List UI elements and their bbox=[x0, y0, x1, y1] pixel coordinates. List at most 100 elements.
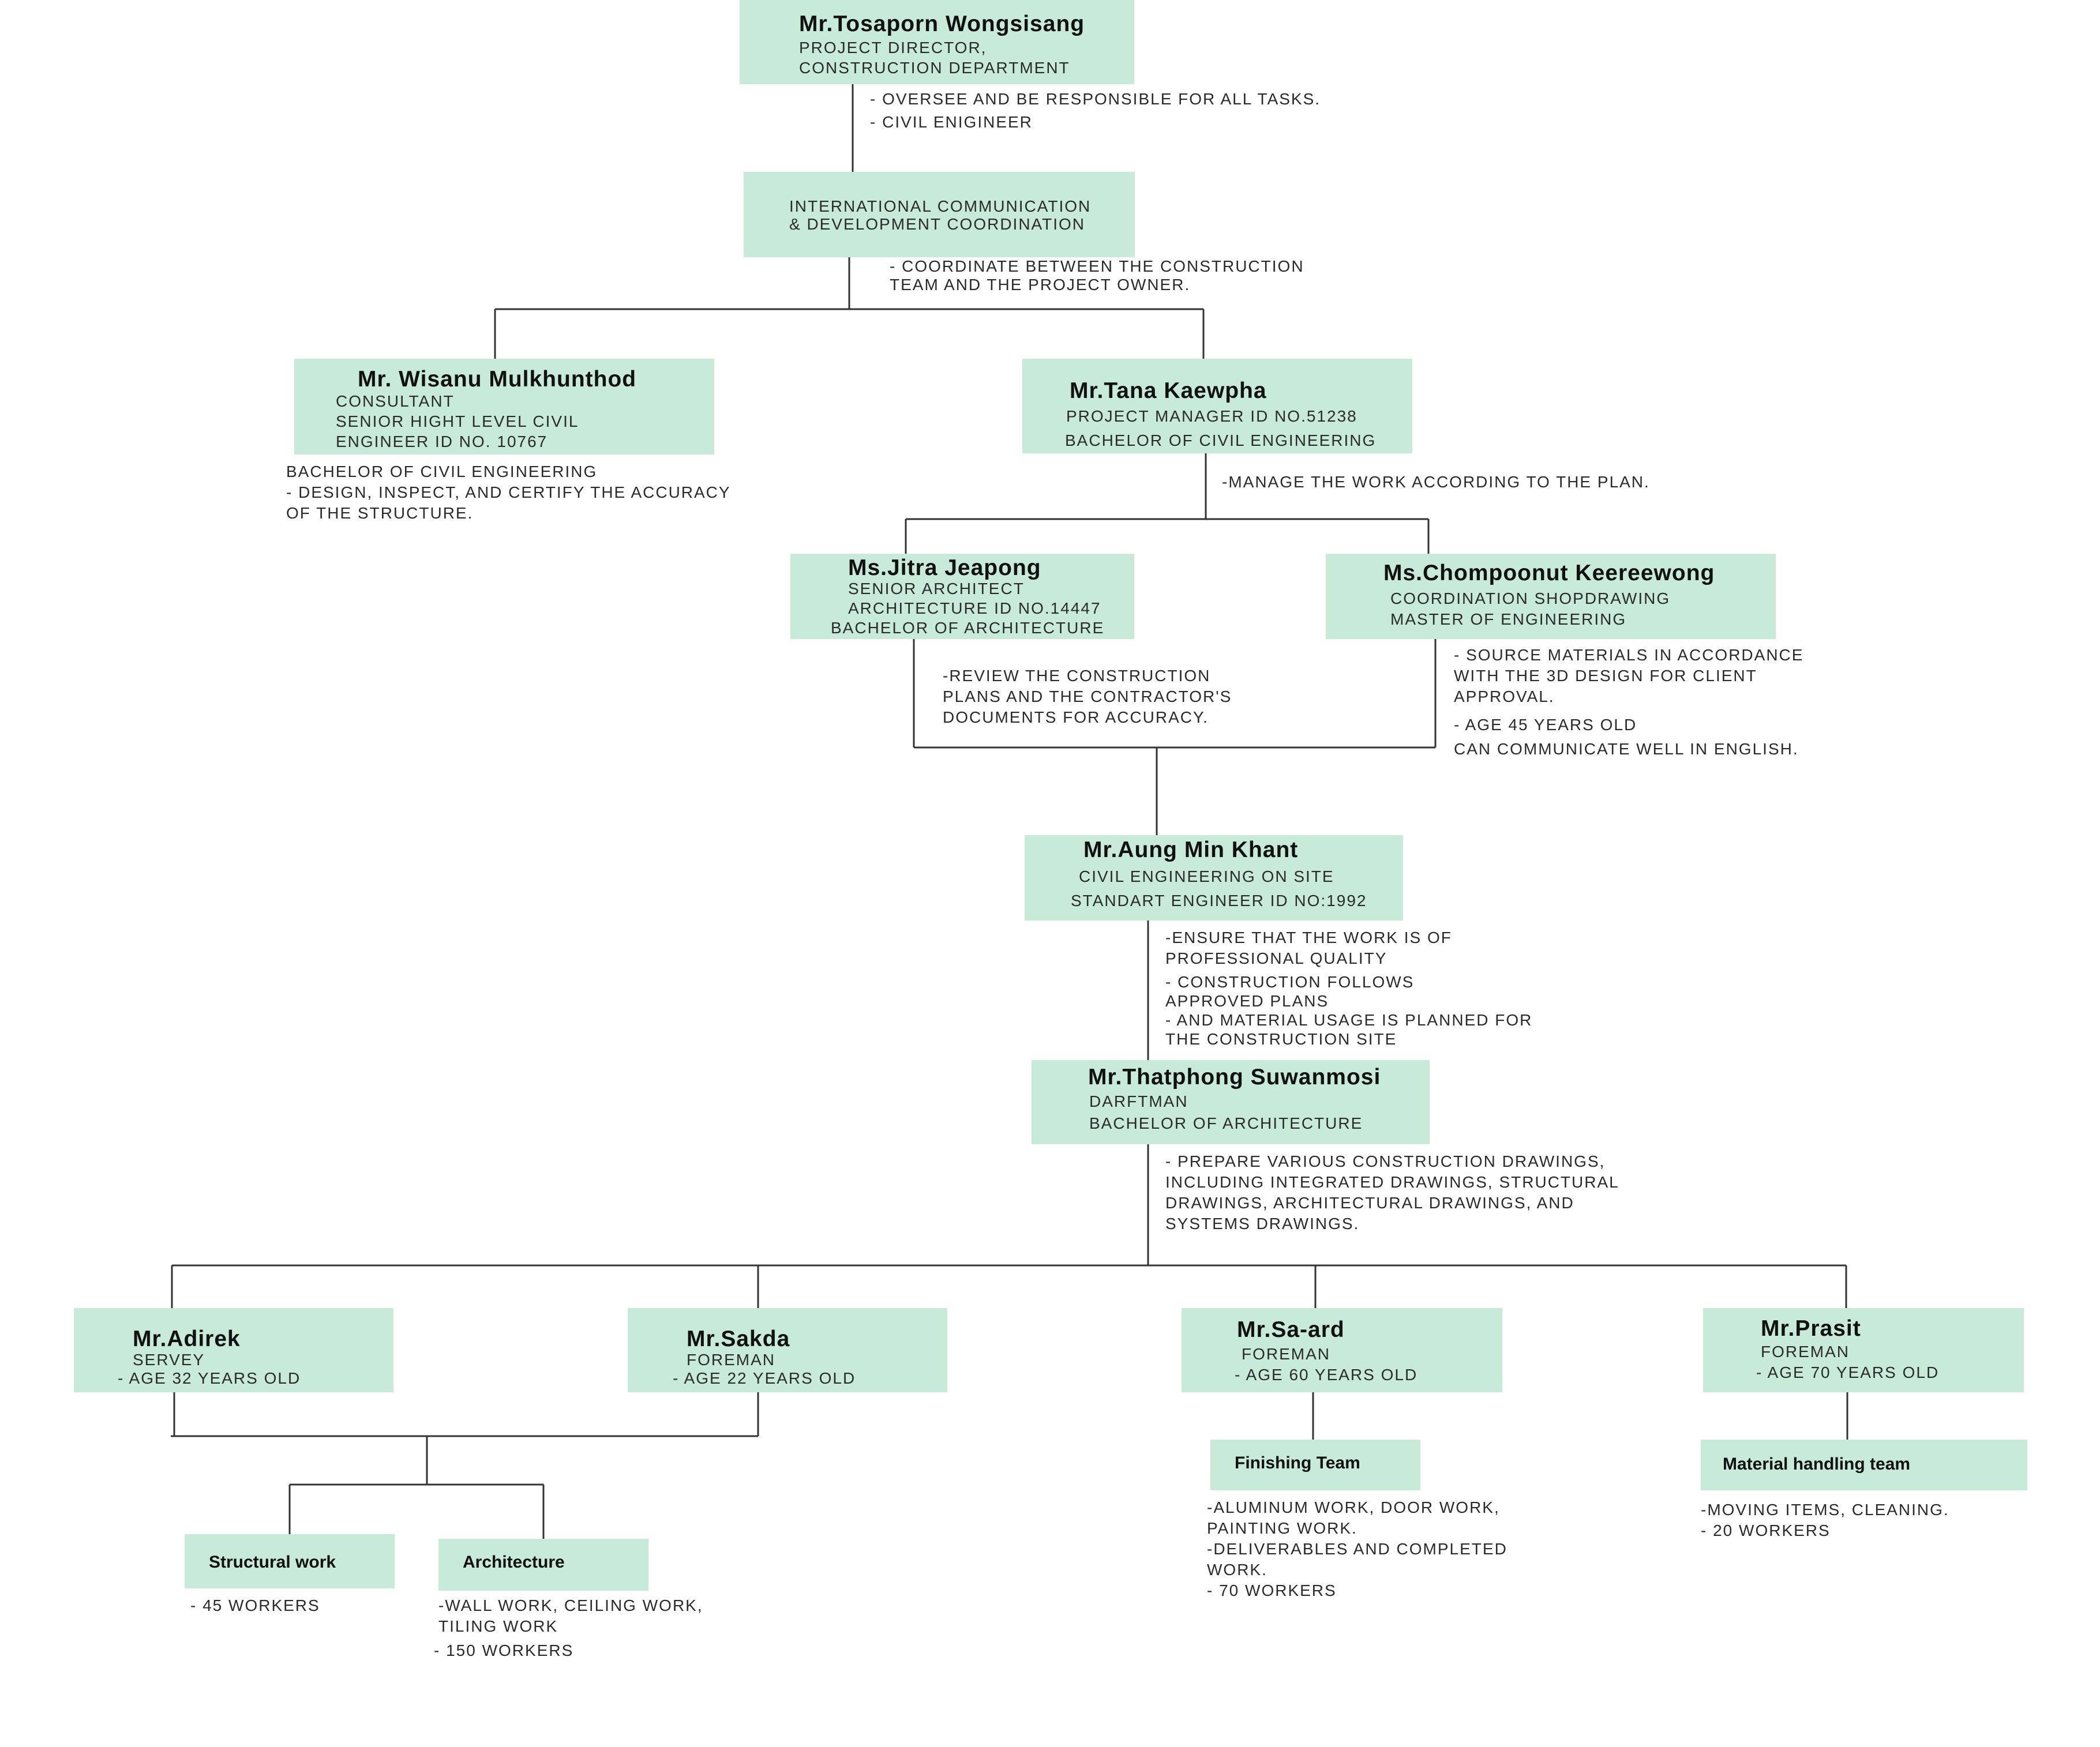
desc-line: WITH THE 3D DESIGN FOR CLIENT bbox=[1454, 667, 1757, 685]
prasit-box bbox=[1703, 1308, 2024, 1392]
site-engineer-name: Mr.Aung Min Khant bbox=[1083, 837, 1299, 862]
director-title: PROJECT DIRECTOR, bbox=[799, 39, 987, 57]
architect-name: Ms.Jitra Jeapong bbox=[848, 555, 1041, 580]
coordination-subtitle: & DEVELOPMENT COORDINATION bbox=[789, 215, 1086, 233]
prasit-title: FOREMAN bbox=[1761, 1343, 1850, 1361]
saard-box bbox=[1182, 1308, 1502, 1392]
saard-title: FOREMAN bbox=[1242, 1345, 1330, 1363]
desc-line: THE CONSTRUCTION SITE bbox=[1165, 1030, 1397, 1048]
site-engineer-description-extra: - CONSTRUCTION FOLLOWS APPROVED PLANS - … bbox=[1165, 972, 1532, 1049]
architect-description: -REVIEW THE CONSTRUCTION PLANS AND THE C… bbox=[943, 666, 1232, 728]
desc-line: PAINTING WORK. bbox=[1207, 1519, 1357, 1537]
shopdrawing-name: Ms.Chompoonut Keereewong bbox=[1383, 561, 1715, 585]
manager-name: Mr.Tana Kaewpha bbox=[1070, 378, 1267, 403]
prasit-age: - AGE 70 YEARS OLD bbox=[1756, 1363, 1940, 1381]
architect-degree: BACHELOR OF ARCHITECTURE bbox=[831, 619, 1105, 637]
desc-line: TEAM AND THE PROJECT OWNER. bbox=[890, 276, 1191, 294]
director-department: CONSTRUCTION DEPARTMENT bbox=[799, 59, 1070, 77]
desc-line: - OVERSEE AND BE RESPONSIBLE FOR ALL TAS… bbox=[870, 90, 1321, 108]
desc-line: - SOURCE MATERIALS IN ACCORDANCE bbox=[1454, 646, 1804, 664]
consultant-box bbox=[294, 359, 714, 454]
structural-team-box bbox=[185, 1534, 395, 1588]
desc-line: OF THE STRUCTURE. bbox=[286, 504, 474, 522]
draftsman-box bbox=[1032, 1060, 1430, 1144]
site-engineer-id: STANDART ENGINEER ID NO:1992 bbox=[1071, 892, 1367, 910]
site-engineer-title: CIVIL ENGINEERING ON SITE bbox=[1079, 867, 1334, 885]
finishing-team-name: Finishing Team bbox=[1235, 1453, 1360, 1472]
sakda-title: FOREMAN bbox=[687, 1351, 775, 1369]
desc-line: - CIVIL ENIGINEER bbox=[870, 113, 1033, 131]
architect-title: SENIOR ARCHITECT bbox=[848, 580, 1025, 598]
material-team-box bbox=[1701, 1440, 2027, 1490]
desc-line: - CONSTRUCTION FOLLOWS bbox=[1165, 973, 1415, 991]
site-engineer-box bbox=[1025, 835, 1403, 921]
desc-line: BACHELOR OF CIVIL ENGINEERING bbox=[286, 463, 598, 480]
desc-line: -ALUMINUM WORK, DOOR WORK, bbox=[1207, 1498, 1500, 1516]
saard-name: Mr.Sa-ard bbox=[1237, 1317, 1345, 1342]
desc-line: -ENSURE THAT THE WORK IS OF bbox=[1165, 929, 1452, 946]
consultant-description: BACHELOR OF CIVIL ENGINEERING - DESIGN, … bbox=[286, 461, 731, 524]
consultant-name: Mr. Wisanu Mulkhunthod bbox=[358, 367, 637, 392]
desc-line: - AGE 45 YEARS OLD bbox=[1454, 716, 1637, 734]
consultant-level: SENIOR HIGHT LEVEL CIVIL bbox=[336, 412, 579, 430]
desc-line: -MANAGE THE WORK ACCORDING TO THE PLAN. bbox=[1222, 473, 1650, 491]
coordination-description: - COORDINATE BETWEEN THE CONSTRUCTION TE… bbox=[890, 257, 1304, 294]
desc-line: - 20 WORKERS bbox=[1701, 1521, 1831, 1539]
director-name: Mr.Tosaporn Wongsisang bbox=[799, 12, 1085, 36]
adirek-title: SERVEY bbox=[133, 1351, 205, 1369]
desc-line: APPROVAL. bbox=[1454, 687, 1555, 705]
consultant-id: ENGINEER ID NO. 10767 bbox=[336, 433, 548, 450]
manager-box bbox=[1022, 359, 1412, 453]
manager-title: PROJECT MANAGER ID NO.51238 bbox=[1066, 407, 1357, 425]
desc-line: - COORDINATE BETWEEN THE CONSTRUCTION bbox=[890, 257, 1304, 275]
coordination-title: INTERNATIONAL COMMUNICATION bbox=[789, 197, 1092, 215]
consultant-title: CONSULTANT bbox=[336, 392, 455, 410]
manager-degree: BACHELOR OF CIVIL ENGINEERING bbox=[1065, 431, 1377, 449]
desc-line: WORK. bbox=[1207, 1561, 1268, 1579]
architecture-team-box bbox=[438, 1539, 648, 1591]
saard-age: - AGE 60 YEARS OLD bbox=[1235, 1366, 1418, 1384]
draftsman-degree: BACHELOR OF ARCHITECTURE bbox=[1089, 1114, 1363, 1132]
desc-line: - 150 WORKERS bbox=[434, 1641, 574, 1659]
sakda-box bbox=[628, 1308, 947, 1392]
architecture-team-workers: - 150 WORKERS bbox=[434, 1640, 573, 1661]
draftsman-name: Mr.Thatphong Suwanmosi bbox=[1088, 1065, 1381, 1089]
desc-line: CAN COMMUNICATE WELL IN ENGLISH. bbox=[1454, 740, 1799, 758]
desc-line: TILING WORK bbox=[438, 1617, 558, 1635]
architecture-team-name: Architecture bbox=[463, 1553, 565, 1572]
desc-line: - PREPARE VARIOUS CONSTRUCTION DRAWINGS, bbox=[1165, 1152, 1606, 1170]
shopdrawing-description: - SOURCE MATERIALS IN ACCORDANCE WITH TH… bbox=[1454, 645, 1803, 707]
desc-line: - 70 WORKERS bbox=[1207, 1581, 1337, 1599]
draftsman-description: - PREPARE VARIOUS CONSTRUCTION DRAWINGS,… bbox=[1165, 1151, 1619, 1234]
sakda-name: Mr.Sakda bbox=[687, 1327, 790, 1351]
finishing-team-description: -ALUMINUM WORK, DOOR WORK, PAINTING WORK… bbox=[1207, 1497, 1507, 1601]
desc-line: -MOVING ITEMS, CLEANING. bbox=[1701, 1501, 1949, 1519]
structural-team-name: Structural work bbox=[209, 1553, 336, 1572]
site-engineer-description: -ENSURE THAT THE WORK IS OF PROFESSIONAL… bbox=[1165, 927, 1452, 969]
sakda-age: - AGE 22 YEARS OLD bbox=[673, 1369, 856, 1387]
shopdrawing-title: COORDINATION SHOPDRAWING bbox=[1390, 589, 1671, 607]
manager-description: -MANAGE THE WORK ACCORDING TO THE PLAN. bbox=[1222, 472, 1650, 493]
desc-line: - DESIGN, INSPECT, AND CERTIFY THE ACCUR… bbox=[286, 483, 731, 501]
desc-line: DOCUMENTS FOR ACCURACY. bbox=[943, 708, 1209, 726]
desc-line: INCLUDING INTEGRATED DRAWINGS, STRUCTURA… bbox=[1165, 1173, 1619, 1191]
director-description: - OVERSEE AND BE RESPONSIBLE FOR ALL TAS… bbox=[870, 89, 1321, 133]
adirek-age: - AGE 32 YEARS OLD bbox=[118, 1369, 301, 1387]
desc-line: SYSTEMS DRAWINGS. bbox=[1165, 1215, 1360, 1233]
architect-box bbox=[790, 554, 1134, 639]
director-box bbox=[740, 0, 1134, 84]
finishing-team-box bbox=[1210, 1440, 1420, 1490]
structural-team-description: - 45 WORKERS bbox=[190, 1595, 320, 1616]
draftsman-title: DARFTMAN bbox=[1089, 1092, 1188, 1110]
shopdrawing-box bbox=[1326, 554, 1776, 639]
adirek-box bbox=[74, 1308, 393, 1392]
material-team-name: Material handling team bbox=[1723, 1455, 1911, 1474]
shopdrawing-degree: MASTER OF ENGINEERING bbox=[1390, 610, 1627, 628]
shopdrawing-description-extra: - AGE 45 YEARS OLD CAN COMMUNICATE WELL … bbox=[1454, 713, 1799, 761]
desc-line: - AND MATERIAL USAGE IS PLANNED FOR bbox=[1165, 1011, 1533, 1029]
prasit-name: Mr.Prasit bbox=[1761, 1316, 1861, 1341]
adirek-name: Mr.Adirek bbox=[133, 1327, 241, 1351]
desc-line: PROFESSIONAL QUALITY bbox=[1165, 949, 1387, 967]
desc-line: APPROVED PLANS bbox=[1165, 992, 1329, 1010]
